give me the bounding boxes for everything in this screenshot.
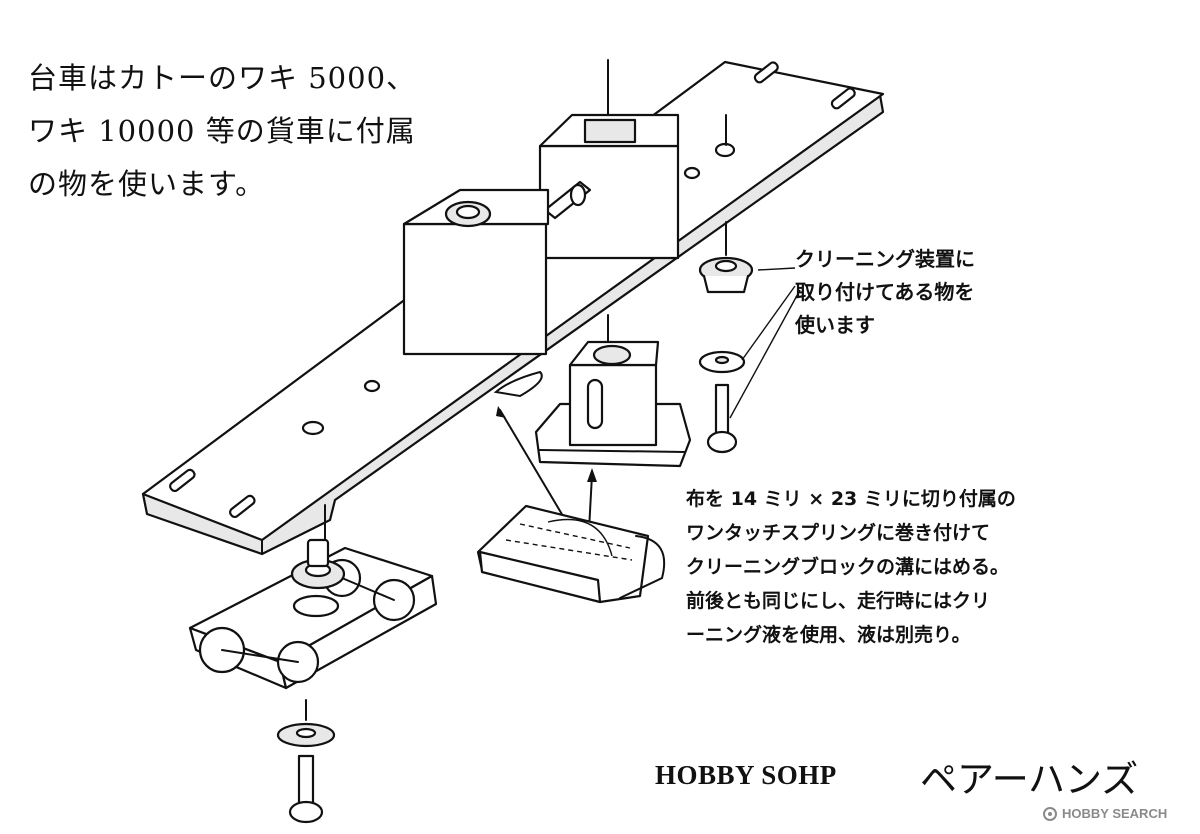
note-line: 前後とも同じにし、走行時にはクリ <box>686 590 991 612</box>
brand-name: HOBBY SOHP <box>655 760 837 790</box>
note-line: クリーニング装置に <box>795 247 975 271</box>
note-line: クリーニングブロックの溝にはめる。 <box>686 556 1010 578</box>
weight-block-rear <box>538 59 680 260</box>
note-line: ワンタッチスプリングに巻き付けて <box>686 522 991 544</box>
bogie-source-note: 台車はカトーのワキ 5000、 ワキ 10000 等の貨車に付属 の物を使います… <box>28 52 416 211</box>
cleaner-screw-assembly <box>698 114 801 454</box>
weight-block-front <box>402 188 550 356</box>
note-line: 取り付けてある物を <box>795 280 975 304</box>
cleaning-cloth-with-spring <box>476 504 666 604</box>
truck-screw <box>276 699 336 824</box>
cloth-instruction-note: 布を 14 ミリ × 23 ミリに切り付属の ワンタッチスプリングに巻き付けて … <box>686 482 1016 652</box>
cleaning-block <box>493 314 692 468</box>
maker-name: ペアーハンズ <box>920 758 1139 801</box>
note-line: 台車はカトーのワキ 5000、 <box>28 61 417 95</box>
note-line: 使います <box>795 313 875 337</box>
watermark-text: HOBBY SEARCH <box>1062 806 1168 821</box>
note-line: の物を使います。 <box>28 167 266 201</box>
note-line: ワキ 10000 等の貨車に付属 <box>28 114 416 148</box>
bogie-truck <box>188 504 438 690</box>
hobby-search-logo-icon <box>1043 806 1057 821</box>
screw-source-note: クリーニング装置に 取り付けてある物を 使います <box>795 243 975 342</box>
note-line: 布を 14 ミリ × 23 ミリに切り付属の <box>686 488 1016 510</box>
watermark: HOBBY SEARCH <box>1043 806 1167 821</box>
note-line: ーニング液を使用、液は別売り。 <box>686 624 971 646</box>
